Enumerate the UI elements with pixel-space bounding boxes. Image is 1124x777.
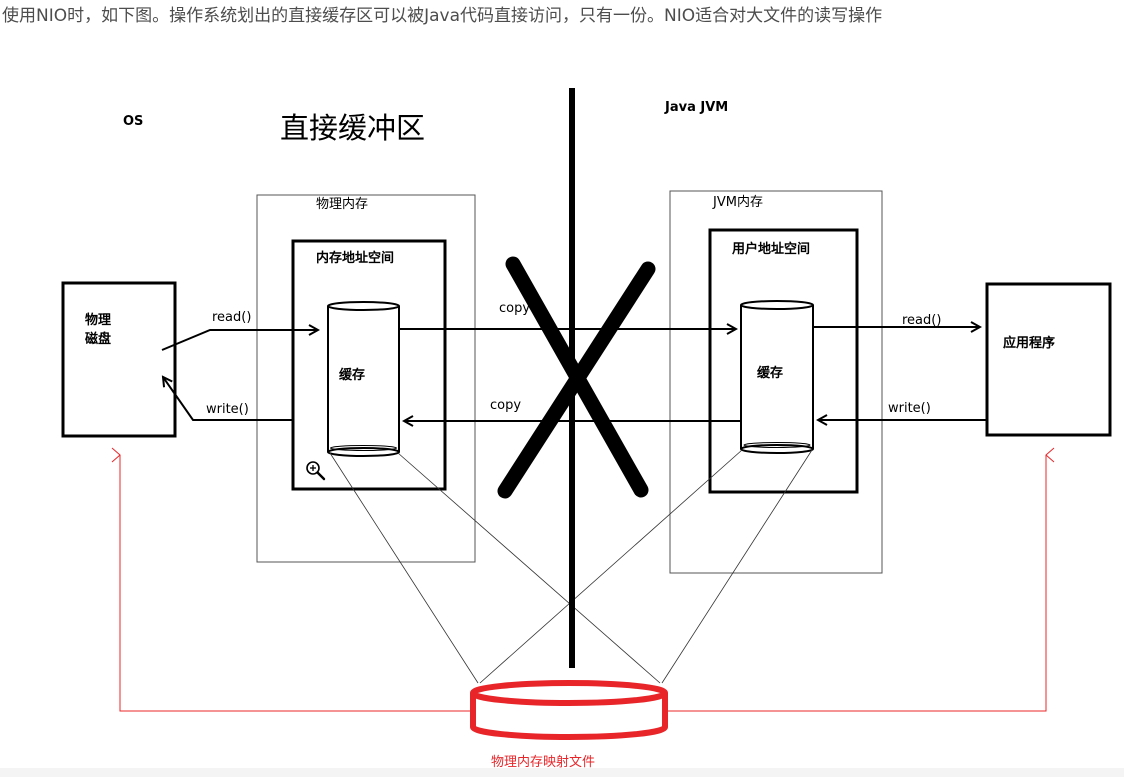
intro-paragraph: 使用NIO时，如下图。操作系统划出的直接缓存区可以被Java代码直接访问，只有一… — [2, 6, 883, 26]
physical-memory-container — [256, 194, 476, 563]
page-bottom-strip — [0, 768, 1124, 777]
mapped-file-label: 物理内存映射文件 — [491, 754, 595, 770]
jvm-memory-container — [669, 190, 883, 574]
jvm-label: Java JVM — [664, 100, 728, 115]
cache-right-label: 缓存 — [757, 365, 783, 381]
mapping-lines — [329, 449, 813, 684]
memory-address-space-label: 内存地址空间 — [316, 250, 394, 266]
user-address-space-label: 用户地址空间 — [731, 241, 810, 257]
physical-memory-label: 物理内存 — [316, 196, 368, 212]
cache-cylinder-left — [327, 301, 400, 457]
copy-bottom-label: copy — [490, 398, 521, 413]
read-left-label: read() — [212, 310, 251, 325]
os-label: OS — [123, 114, 143, 129]
zoom-in-icon[interactable] — [306, 461, 326, 481]
write-left-label: write() — [206, 402, 249, 417]
read-right-label: read() — [902, 313, 941, 328]
read-arrow-left — [161, 330, 318, 351]
cross-mark — [497, 256, 656, 499]
write-arrow-left — [163, 377, 293, 421]
jvm-memory-label: JVM内存 — [712, 194, 763, 210]
application-box — [985, 282, 1112, 437]
memory-address-space-box — [291, 239, 447, 491]
physical-disk-box — [61, 281, 177, 438]
disk-label-line1: 物理 — [85, 312, 111, 328]
cache-left-label: 缓存 — [339, 367, 365, 383]
write-right-label: write() — [888, 401, 931, 416]
user-address-space-box — [708, 228, 859, 494]
mapped-file-cylinder — [470, 680, 668, 740]
copy-top-label: copy — [499, 301, 530, 316]
disk-label-line2: 磁盘 — [85, 331, 111, 347]
cache-cylinder-right — [740, 300, 814, 454]
mapping-arrow-app — [666, 447, 1055, 712]
direct-buffer-title: 直接缓冲区 — [280, 111, 425, 145]
nio-direct-buffer-diagram: OS Java JVM 直接缓冲区 物理内存 JVM内存 内存地址空间 用户地址… — [0, 40, 1124, 777]
mapping-arrow-disk — [111, 447, 472, 712]
application-label: 应用程序 — [1003, 335, 1055, 351]
